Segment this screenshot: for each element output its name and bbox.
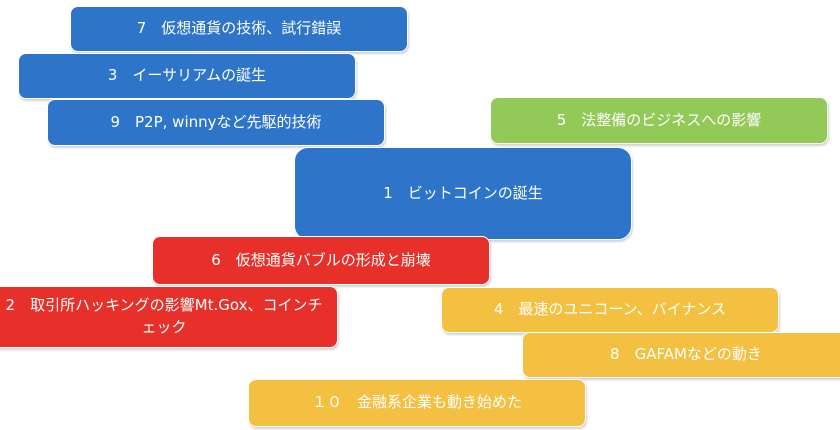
box-1: 1 ビットコインの誕生 [294,147,632,240]
box-3: 3 イーサリアムの誕生 [18,53,356,99]
box-1-label: 1 ビットコインの誕生 [383,183,543,202]
box-7-label: 7 仮想通貨の技術、試行錯誤 [136,19,342,38]
box-2-label: 2 取引所ハッキングの影響Mt.Gox、コインチェック [5,296,323,336]
box-9: 9 P2P, winnyなど先駆的技術 [47,99,385,146]
box-8-label: 8 GAFAMなどの動き [610,345,762,364]
box-9-label: 9 P2P, winnyなど先駆的技術 [110,112,322,131]
box-10-label: １０ 金融系企業も動き始めた [311,393,522,412]
box-3-label: 3 イーサリアムの誕生 [107,66,267,85]
box-5: 5 法整備のビジネスへの影響 [490,97,828,144]
box-8: 8 GAFAMなどの動き [522,332,840,378]
box-10: １０ 金融系企業も動き始めた [248,379,586,427]
box-5-label: 5 法整備のビジネスへの影響 [556,110,762,129]
box-2: 2 取引所ハッキングの影響Mt.Gox、コインチェック [0,286,338,348]
box-4-label: 4 最速のユニコーン、バイナンス [493,300,727,319]
box-6-label: 6 仮想通貨バブルの形成と崩壊 [211,250,431,269]
box-7: 7 仮想通貨の技術、試行錯誤 [70,6,408,52]
box-4: 4 最速のユニコーン、バイナンス [441,287,779,333]
box-6: 6 仮想通貨バブルの形成と崩壊 [152,236,490,285]
